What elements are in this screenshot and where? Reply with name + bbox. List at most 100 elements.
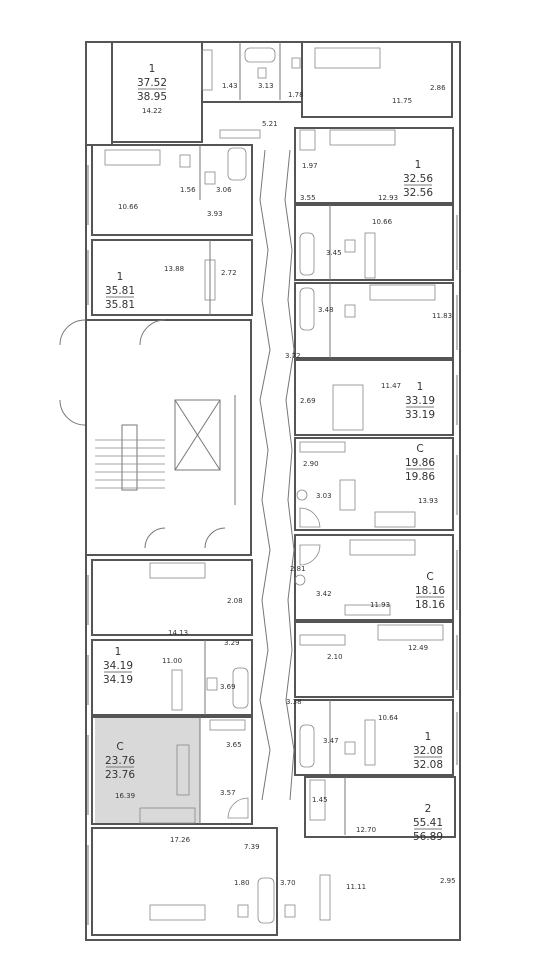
apartment-total-area: 33.19: [405, 409, 435, 421]
room-area: 17.26: [170, 836, 191, 844]
stair-core: [59, 319, 252, 556]
room-area: 10.66: [118, 203, 139, 211]
room-area: 1.97: [302, 162, 318, 170]
apartment-type: 1: [115, 646, 122, 658]
room-area: 3.72: [285, 352, 301, 360]
room-area: 11.11: [346, 883, 366, 891]
room-area: 11.00: [162, 657, 182, 665]
apartment-label: 1 34.19 34.19: [103, 646, 133, 686]
room-area: 11.83: [432, 312, 452, 320]
room-area: 1.56: [180, 186, 196, 194]
stair-steps: [95, 439, 165, 489]
room-area: 2.08: [227, 597, 243, 605]
room-area: 1.45: [312, 796, 328, 804]
room-area: 14.22: [142, 107, 162, 115]
room-area: 13.88: [164, 265, 184, 273]
room-area: 1.78: [288, 91, 304, 99]
apartment-total-area: 35.81: [105, 299, 135, 311]
room-area: 2.72: [221, 269, 237, 277]
apartment-living-area: 32.08: [413, 745, 443, 757]
room-area: 12.70: [356, 826, 376, 834]
corridor: [259, 149, 295, 801]
apartment-total-area: 34.19: [103, 674, 133, 686]
apartment-label: 1 37.52 38.95: [137, 63, 167, 103]
apartment-type: C: [416, 443, 423, 455]
apartment-type: 1: [117, 271, 124, 283]
room-area: 3.03: [316, 492, 332, 500]
apartment-total-area: 38.95: [137, 91, 167, 103]
room-area: 3.65: [226, 741, 242, 749]
room-area: 3.38: [286, 698, 302, 706]
apartment-type: 1: [425, 731, 432, 743]
window-marks: [87, 165, 458, 925]
room-area: 10.66: [372, 218, 393, 226]
room-area: 2.10: [327, 653, 343, 661]
top-units: [201, 41, 453, 118]
apartment-living-area: 35.81: [105, 285, 135, 297]
room-area: 11.75: [392, 97, 412, 105]
apartment-label: C 19.86 19.86: [405, 443, 435, 483]
room-area: 2.86: [430, 84, 446, 92]
apartment-living-area: 55.41: [413, 817, 443, 829]
apartment-label: 2 55.41 56.89: [413, 803, 443, 843]
sanitary-fixtures: [179, 57, 356, 918]
apartment-label: 1 33.19 33.19: [405, 381, 435, 421]
apartment-type: C: [426, 571, 433, 583]
room-area: 3.29: [224, 639, 240, 647]
room-area: 3.13: [258, 82, 274, 90]
room-area: 3.06: [216, 186, 232, 194]
apartment-total-area: 32.08: [413, 759, 443, 771]
room-area: 1.43: [222, 82, 238, 90]
room-area-labels: 1.43 3.13 1.78 2.86 14.22 5.21 11.75 1.9…: [115, 82, 456, 891]
room-area: 2.81: [290, 565, 306, 573]
room-area: 5.21: [262, 120, 278, 128]
room-area: 3.55: [300, 194, 316, 202]
apartment-living-area: 32.56: [403, 173, 433, 185]
room-area: 3.42: [316, 590, 332, 598]
room-area: 11.47: [381, 382, 401, 390]
apartment-total-area: 56.89: [413, 831, 443, 843]
room-area: 3.45: [326, 249, 342, 257]
apartment-type: C: [116, 741, 123, 753]
room-area: 2.69: [300, 397, 316, 405]
room-area: 3.48: [318, 306, 334, 314]
apartment-total-area: 18.16: [415, 599, 445, 611]
room-area: 16.39: [115, 792, 135, 800]
apartment-living-area: 18.16: [415, 585, 445, 597]
room-area: 7.39: [244, 843, 260, 851]
apartment-living-area: 34.19: [103, 660, 133, 672]
apartment-label: C 18.16 18.16: [415, 571, 445, 611]
room-area: 3.47: [323, 737, 339, 745]
bathtubs: [227, 47, 315, 924]
apartment-living-area: 23.76: [105, 755, 135, 767]
room-area: 12.93: [378, 194, 398, 202]
wardrobe-hatching: [171, 49, 391, 921]
apartment-total-area: 23.76: [105, 769, 135, 781]
apartment-living-area: 33.19: [405, 395, 435, 407]
apartment-type: 1: [415, 159, 422, 171]
apartment-total-area: 32.56: [403, 187, 433, 199]
room-area: 12.49: [408, 644, 428, 652]
room-area: 11.93: [370, 601, 390, 609]
highlighted-apartment-fill: [95, 717, 200, 824]
room-area: 14.13: [168, 629, 188, 637]
apartment-total-area: 19.86: [405, 471, 435, 483]
kitchen-fixtures: [104, 47, 444, 921]
apartment-type: 2: [425, 803, 432, 815]
room-area: 13.93: [418, 497, 438, 505]
room-area: 3.93: [207, 210, 223, 218]
apartment-type: 1: [417, 381, 424, 393]
room-area: 10.64: [378, 714, 399, 722]
room-area: 1.80: [234, 879, 250, 887]
apartment-living-area: 37.52: [137, 77, 167, 89]
room-area: 3.57: [220, 789, 236, 797]
room-area: 2.90: [303, 460, 319, 468]
apartment-label: 1 32.56 32.56: [403, 159, 433, 199]
room-area: 3.69: [220, 683, 236, 691]
apartment-label: C 23.76 23.76: [105, 741, 135, 781]
apartment-living-area: 19.86: [405, 457, 435, 469]
apartment-label: 1 35.81 35.81: [105, 271, 135, 311]
right-units: [294, 127, 456, 838]
apartment-label: 1 32.08 32.08: [413, 731, 443, 771]
